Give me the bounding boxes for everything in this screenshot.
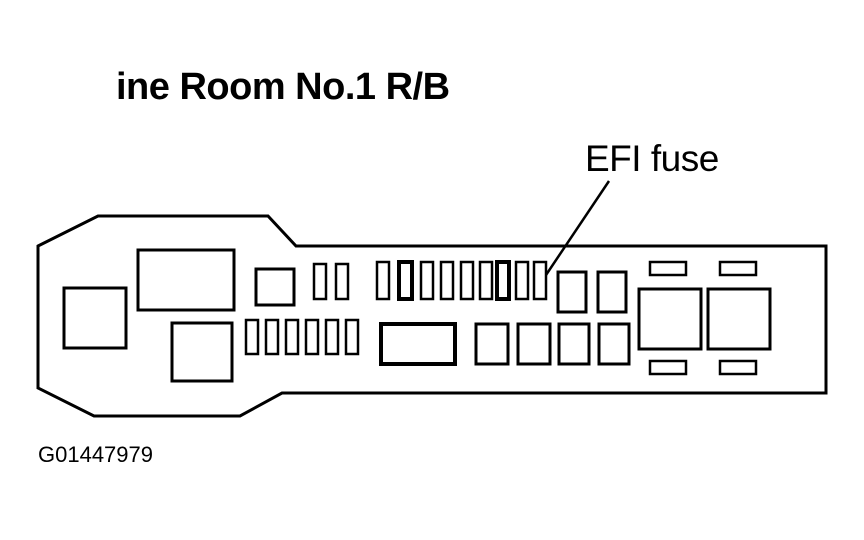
efi-callout-leader bbox=[544, 180, 611, 276]
figure-code: G01447979 bbox=[38, 442, 153, 467]
square-relay bbox=[474, 322, 510, 366]
fuse bbox=[397, 260, 414, 301]
square-relay bbox=[596, 270, 628, 314]
wide-relay bbox=[379, 322, 457, 366]
fuse bbox=[375, 260, 391, 301]
small-terminal bbox=[648, 359, 688, 376]
small-terminal bbox=[648, 260, 688, 277]
square-relay bbox=[597, 322, 631, 366]
right-large-relay bbox=[706, 287, 772, 351]
fuse bbox=[344, 318, 360, 356]
left-square-component bbox=[62, 286, 128, 350]
fuse bbox=[439, 260, 455, 301]
lower-large-relay bbox=[170, 321, 234, 383]
efi-fuse bbox=[532, 260, 548, 301]
fuse bbox=[284, 318, 300, 356]
square-relay bbox=[557, 322, 591, 366]
fuse bbox=[334, 262, 350, 301]
fuse bbox=[264, 318, 280, 356]
efi-fuse-callout-label: EFI fuse bbox=[585, 138, 719, 179]
fuse bbox=[244, 318, 260, 356]
diagram-title: ine Room No.1 R/B bbox=[116, 66, 450, 108]
small-terminal bbox=[718, 260, 758, 277]
fuse bbox=[312, 262, 328, 301]
fuse bbox=[514, 260, 530, 301]
right-large-relay bbox=[637, 287, 703, 351]
square-relay bbox=[516, 322, 552, 366]
fuse bbox=[419, 260, 435, 301]
small-square-relay bbox=[254, 267, 296, 307]
fuse bbox=[478, 260, 494, 301]
square-relay bbox=[556, 270, 588, 314]
fuse bbox=[324, 318, 340, 356]
fuse bbox=[304, 318, 320, 356]
small-terminal bbox=[718, 359, 758, 376]
upper-large-relay bbox=[136, 248, 236, 312]
fuse bbox=[495, 260, 511, 301]
fuse bbox=[459, 260, 475, 301]
